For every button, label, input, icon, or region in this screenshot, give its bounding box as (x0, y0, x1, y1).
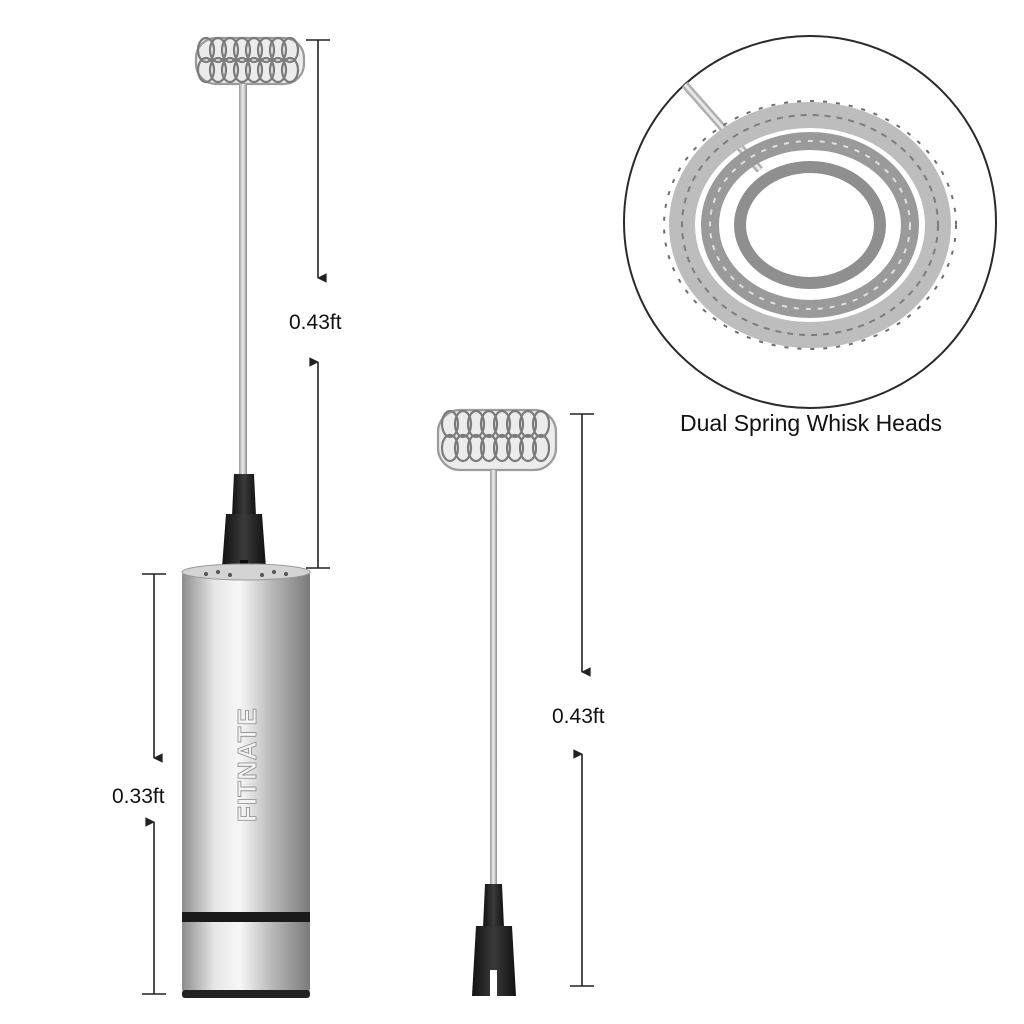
main-whisk-head (194, 36, 306, 86)
main-coupling (232, 474, 256, 516)
spare-coupling (483, 884, 504, 928)
frother-spare-whisk (436, 408, 558, 996)
spare-whisk-head (436, 408, 558, 472)
main-handle (181, 563, 311, 998)
shaft-length-label: 0.43ft (289, 311, 342, 334)
main-shaft (239, 84, 247, 476)
frother-main: FITNATE (181, 36, 311, 998)
whisk-detail-circle (623, 35, 997, 409)
dimension-arrows (142, 39, 594, 995)
spare-shaft (490, 470, 497, 886)
handle-length-label: 0.33ft (112, 785, 165, 808)
detail-caption: Dual Spring Whisk Heads (680, 410, 943, 436)
spare-whisk-length-label: 0.43ft (552, 705, 605, 728)
main-coupling-base (222, 514, 266, 568)
brand-logo: FITNATE (232, 707, 262, 822)
spare-coupling-base (472, 926, 516, 996)
